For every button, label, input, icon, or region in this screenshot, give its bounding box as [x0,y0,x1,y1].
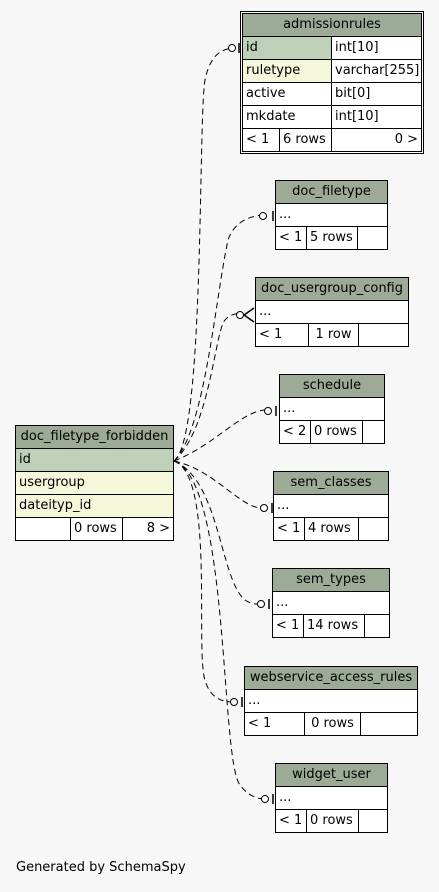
table-row: ... [276,787,387,810]
table-footer: < 1 4 rows [274,518,388,540]
table-title: sem_classes [274,472,388,495]
row-count: 4 rows [304,518,358,540]
table-webservice-access-rules[interactable]: webservice_access_rules ... < 1 0 rows [244,666,418,736]
table-row: id [16,449,173,472]
row-count: 1 row [308,324,358,346]
table-row: ... [245,690,417,713]
children-count: < 1 [246,132,270,147]
parents-count: 0 > [331,129,421,151]
column-type: bit[0] [331,83,421,105]
table-row: ... [276,204,387,227]
more-columns: ... [283,401,296,416]
table-doc-filetype-forbidden[interactable]: doc_filetype_forbidden id usergroup date… [15,425,174,541]
table-row: usergroup [16,472,173,495]
table-doc-filetype[interactable]: doc_filetype ... < 1 5 rows [275,180,388,250]
table-doc-usergroup-config[interactable]: doc_usergroup_config ... < 1 1 row [255,277,409,347]
children-count: < 2 [283,424,307,439]
table-title: schedule [280,375,384,398]
row-count: 0 rows [70,518,122,540]
table-title: widget_user [276,764,387,787]
table-schedule[interactable]: schedule ... < 2 0 rows [279,374,385,444]
table-admissionrules[interactable]: admissionrules id int[10] ruletype varch… [240,11,424,154]
more-columns: ... [276,595,289,610]
parents-count [358,810,387,832]
parents-count [357,227,387,249]
column-name: mkdate [246,109,296,124]
column-name: id [19,452,31,467]
children-count: < 1 [259,327,283,342]
table-footer: < 1 5 rows [276,227,387,249]
table-row: active bit[0] [243,83,421,106]
table-row: dateityp_id [16,495,173,518]
table-footer: < 1 6 rows 0 > [243,129,421,151]
parents-count [358,324,408,346]
edge-webservice-access-rules [173,460,234,703]
row-count: 0 rows [310,421,362,443]
children-count [16,518,70,540]
table-sem-types[interactable]: sem_types ... < 1 14 rows [272,568,390,638]
table-row: ruletype varchar[255] [243,60,421,83]
table-title: webservice_access_rules [245,667,417,690]
parents-count [360,713,417,735]
table-footer: < 1 0 rows [276,810,387,832]
table-title: doc_usergroup_config [256,278,408,301]
table-title: admissionrules [243,14,421,37]
column-type: int[10] [331,37,421,59]
edge-admissionrules [173,47,236,462]
table-footer: < 2 0 rows [280,421,384,443]
table-title: doc_filetype_forbidden [16,426,173,449]
row-count: 0 rows [306,810,358,832]
generated-by-footer: Generated by SchemaSpy [16,860,186,875]
row-count: 5 rows [306,227,357,249]
children-count: < 1 [279,230,303,245]
more-columns: ... [277,498,290,513]
more-columns: ... [279,207,292,222]
table-widget-user[interactable]: widget_user ... < 1 0 rows [275,763,388,833]
table-row: ... [273,592,389,615]
edge-sem-classes [173,460,263,509]
children-count: < 1 [276,618,300,633]
children-count: < 1 [248,716,272,731]
table-footer: < 1 1 row [256,324,408,346]
column-name: ruletype [243,60,331,82]
table-footer: 0 rows 8 > [16,518,173,540]
more-columns: ... [279,790,292,805]
table-sem-classes[interactable]: sem_classes ... < 1 4 rows [273,471,389,541]
column-type: int[10] [331,106,421,128]
edge-doc-usergroup-config [173,312,244,462]
column-name: active [246,86,286,101]
parents-count [362,421,384,443]
table-row: ... [280,398,384,421]
edge-widget-user [173,460,265,800]
row-count: 6 rows [279,129,331,151]
table-title: sem_types [273,569,389,592]
edge-sem-types [173,460,263,605]
table-row: ... [256,301,408,324]
more-columns: ... [259,304,272,319]
table-row: ... [274,495,388,518]
row-count: 14 rows [303,615,364,637]
children-count: < 1 [279,813,303,828]
table-row: mkdate int[10] [243,106,421,129]
edge-schedule [173,409,266,462]
table-row: id int[10] [243,37,421,60]
row-count: 0 rows [304,713,360,735]
column-name: dateityp_id [19,498,92,513]
table-footer: < 1 14 rows [273,615,389,637]
column-type: varchar[255] [331,60,421,82]
parents-count: 8 > [122,518,173,540]
parents-count [358,518,388,540]
table-footer: < 1 0 rows [245,713,417,735]
children-count: < 1 [277,521,301,536]
more-columns: ... [248,693,261,708]
column-name: usergroup [19,475,85,490]
parents-count [364,615,389,637]
column-name: id [243,37,331,59]
table-title: doc_filetype [276,181,387,204]
